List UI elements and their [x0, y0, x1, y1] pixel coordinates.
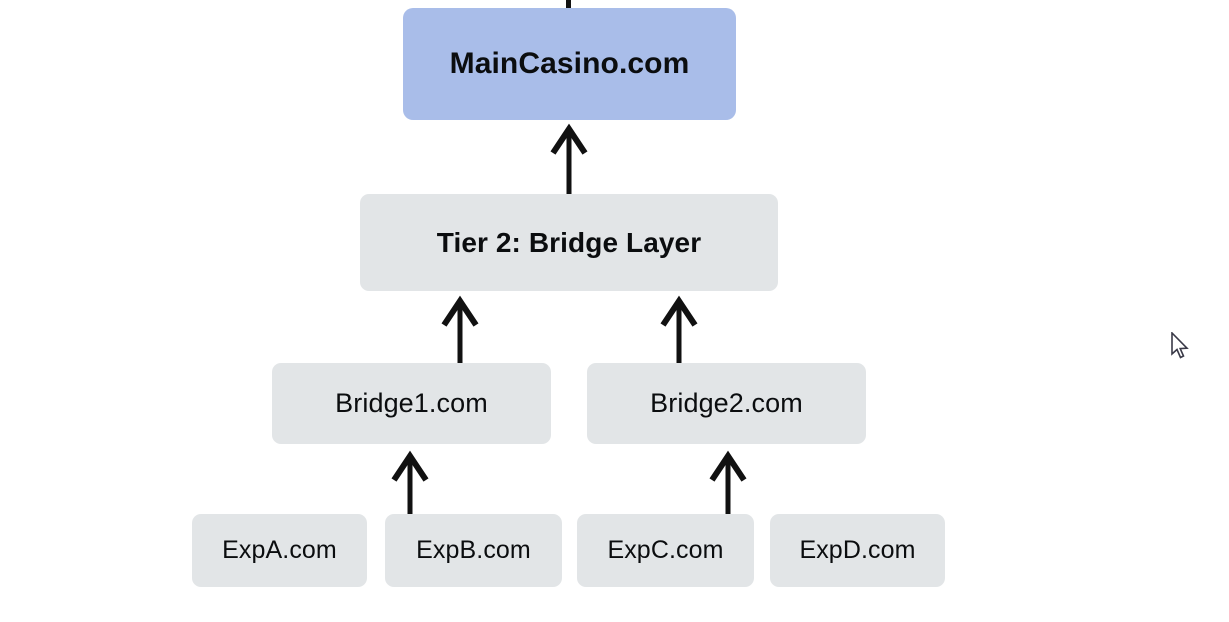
node-expc[interactable]: ExpC.com: [577, 514, 754, 587]
node-expd[interactable]: ExpD.com: [770, 514, 945, 587]
node-expc-label: ExpC.com: [607, 536, 724, 564]
node-expb-label: ExpB.com: [416, 536, 531, 564]
node-maincasino[interactable]: MainCasino.com: [403, 8, 736, 120]
mouse-cursor: [1170, 331, 1192, 362]
node-bridge1-label: Bridge1.com: [335, 388, 488, 418]
edge-expb-to-bridge1: [387, 447, 433, 519]
node-tier2-bridge-layer[interactable]: Tier 2: Bridge Layer: [360, 194, 778, 291]
node-bridge2-label: Bridge2.com: [650, 388, 803, 418]
node-bridge1[interactable]: Bridge1.com: [272, 363, 551, 444]
node-expa-label: ExpA.com: [222, 536, 337, 564]
node-expd-label: ExpD.com: [799, 536, 916, 564]
node-bridge2[interactable]: Bridge2.com: [587, 363, 866, 444]
edge-bridge2-to-tier2: [656, 292, 702, 364]
node-expb[interactable]: ExpB.com: [385, 514, 562, 587]
edge-bridge1-to-tier2: [437, 292, 483, 364]
edge-above-root-stub: [566, 0, 571, 8]
node-expa[interactable]: ExpA.com: [192, 514, 367, 587]
edge-tier2-to-maincasino: [546, 120, 592, 196]
edge-expc-to-bridge2: [705, 447, 751, 519]
node-tier2-label: Tier 2: Bridge Layer: [436, 226, 702, 258]
node-maincasino-label: MainCasino.com: [449, 47, 690, 80]
